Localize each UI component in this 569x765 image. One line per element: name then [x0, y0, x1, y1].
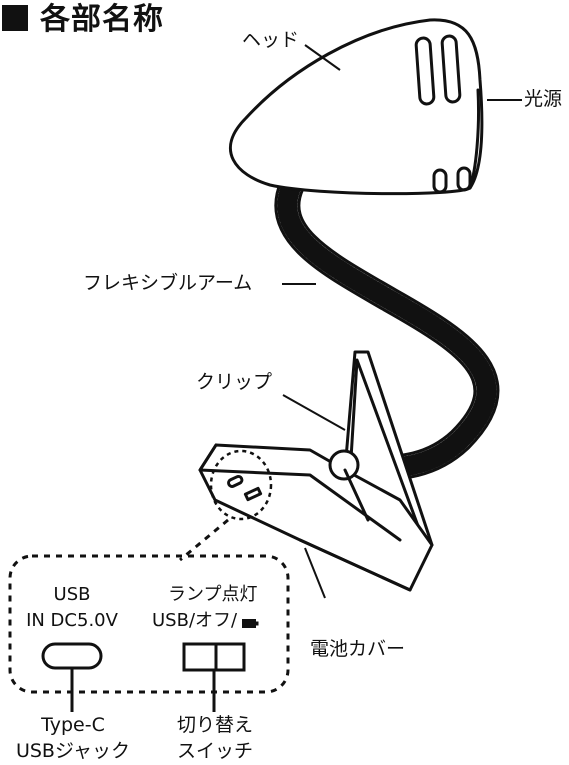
- vent-slot-2: [440, 34, 462, 104]
- title-square-icon: [2, 5, 28, 31]
- switch-outline: [182, 642, 246, 672]
- leader-head: [304, 44, 341, 71]
- magnifier-dashed-circle: [209, 449, 273, 521]
- callout-switch-line1: 切り替え: [176, 714, 253, 736]
- label-battery-cover: 電池カバー: [310, 638, 406, 660]
- battery-icon-tip: [256, 621, 259, 626]
- vent-slot-3: [432, 168, 448, 194]
- section-title: 各部名称: [2, 0, 164, 38]
- inset-dashed-box: [8, 554, 290, 694]
- inset-switch-title: ランプ点灯: [168, 584, 258, 605]
- typec-port-outline: [41, 642, 103, 670]
- lamp-head: [228, 18, 484, 196]
- battery-cover-edge: [298, 538, 412, 592]
- inset-usb-spec: IN DC5.0V: [26, 610, 118, 631]
- leader-battery-cover: [304, 547, 326, 599]
- battery-icon-body: [242, 619, 256, 628]
- label-light-source: 光源: [524, 88, 563, 110]
- label-flexible-arm: フレキシブルアーム: [83, 272, 253, 294]
- inset-switch-modes: USB/オフ/: [152, 610, 238, 631]
- clip-base: [198, 443, 434, 592]
- vent-slot-4: [456, 166, 472, 192]
- title-text: 各部名称: [40, 2, 164, 37]
- pivot-circle: [328, 449, 360, 481]
- usb-port-icon: [227, 474, 244, 488]
- callout-typec-line1: Type-C: [41, 714, 105, 736]
- clip-lever-line: [343, 468, 370, 522]
- label-clip: クリップ: [196, 371, 273, 393]
- clip-base-top: [198, 443, 402, 542]
- inset-usb-title: USB: [53, 584, 91, 605]
- flexible-arm-ribs: [277, 175, 497, 480]
- vent-slot-1: [414, 36, 436, 106]
- magnifier-link-line: [179, 518, 229, 562]
- callout-switch-line2: スイッチ: [176, 740, 253, 762]
- label-head: ヘッド: [242, 29, 300, 51]
- switch-icon: [243, 486, 263, 502]
- callout-typec-line2: USBジャック: [15, 740, 131, 762]
- head-bottom-edge: [468, 88, 481, 190]
- leader-clip: [282, 394, 346, 431]
